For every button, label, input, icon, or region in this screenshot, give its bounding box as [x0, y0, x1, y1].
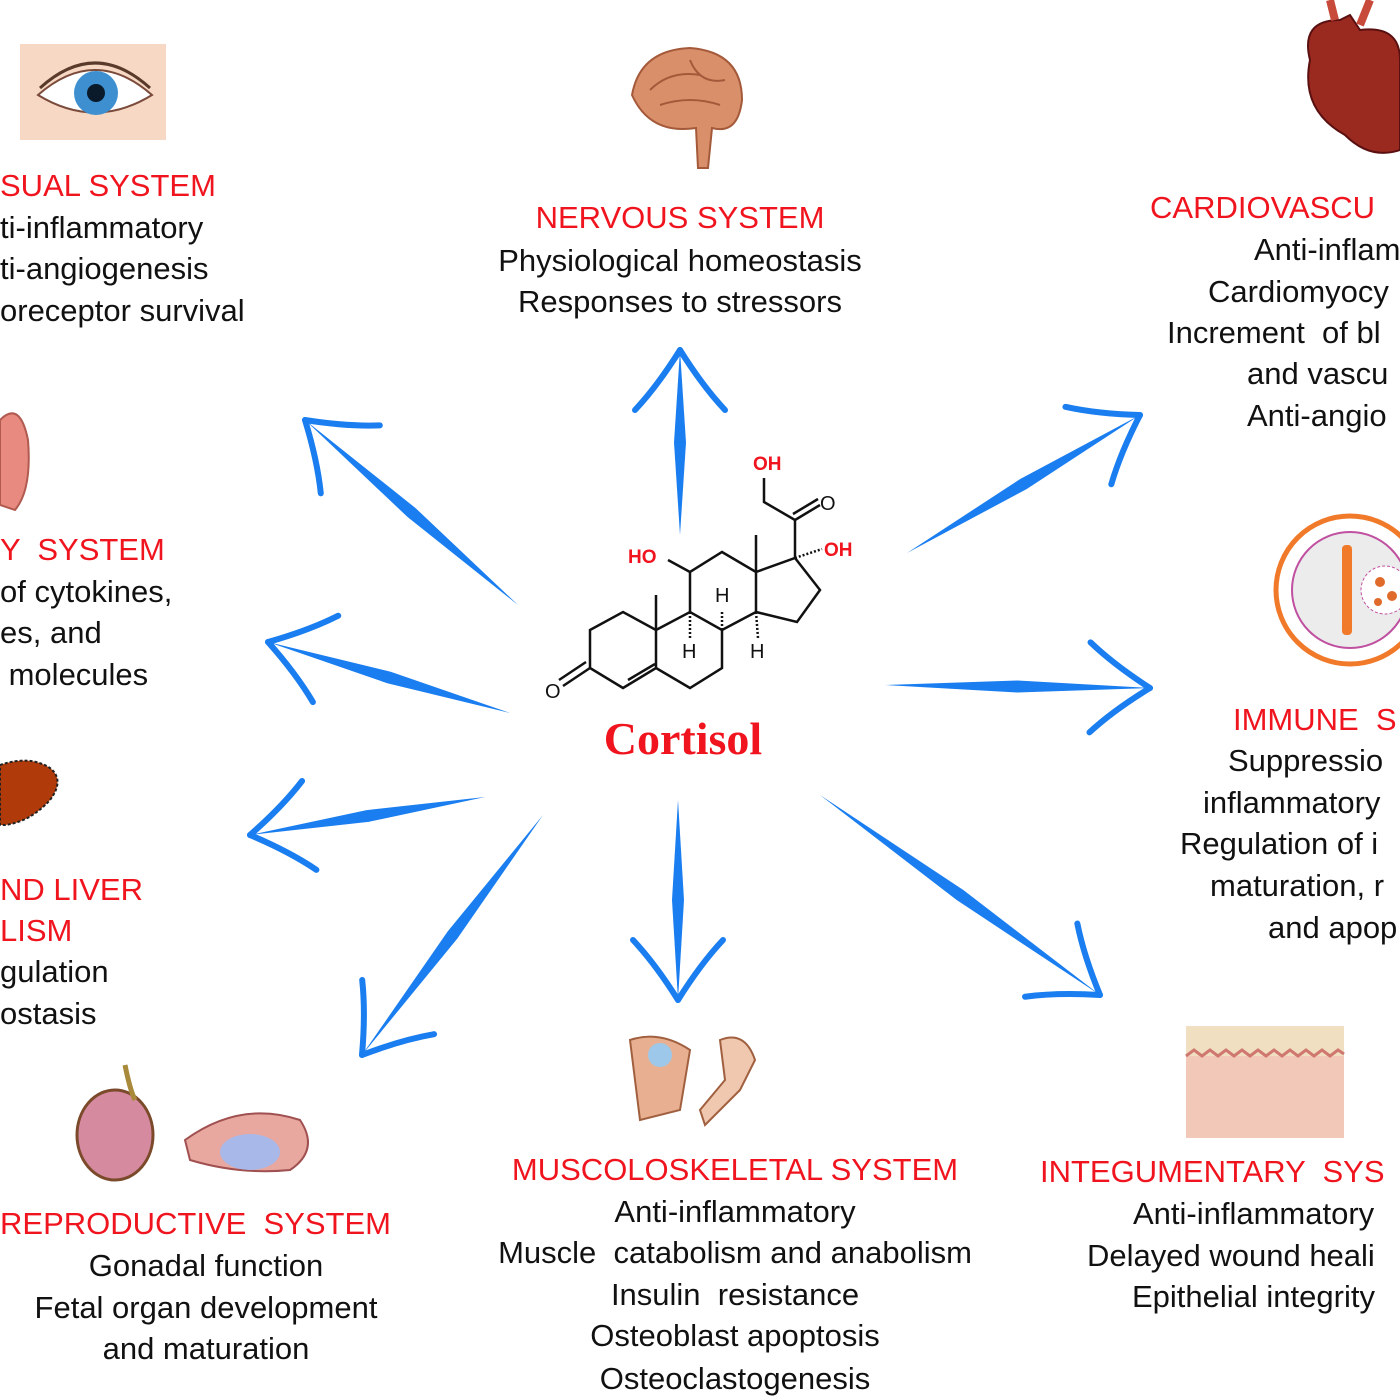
arrow-to-integumentary-head	[1074, 920, 1103, 998]
atom-oh-right: OH	[824, 540, 853, 561]
arrow-to-nervous-head	[677, 347, 728, 413]
arrow-to-immune	[885, 680, 1150, 693]
arrow-to-nervous-head	[632, 347, 683, 413]
atom-h3: H	[750, 641, 764, 663]
cortisol-structure	[558, 478, 823, 690]
cardiovascular-line: Cardiomyocy	[1208, 274, 1389, 309]
visual-line: ti-angiogenesis	[0, 251, 209, 286]
arrow-to-integumentary-head	[1022, 991, 1103, 1000]
arrow-to-visual	[305, 420, 518, 605]
arrow-to-nervous	[674, 350, 686, 535]
immune-line: Suppressio	[1228, 743, 1384, 778]
nervous-title: NERVOUS SYSTEM	[535, 200, 825, 235]
liver-title: ND LIVER	[0, 872, 143, 907]
arrow-to-cardiovascular	[907, 415, 1140, 553]
visual-title: SUAL SYSTEM	[0, 168, 216, 203]
respiratory-line: molecules	[0, 657, 149, 692]
arrow-to-respiratory	[268, 642, 510, 713]
nervous-line: Physiological homeostasis	[498, 243, 862, 278]
arrow-to-musculoskeletal-head	[675, 937, 726, 1003]
integumentary-line: Epithelial integrity	[1132, 1279, 1375, 1314]
liver-icon	[0, 759, 59, 826]
arrow-to-reproductive	[362, 815, 543, 1055]
arrow-to-cardiovascular-head	[1108, 412, 1143, 488]
integumentary-line: Anti-inflammatory	[1133, 1196, 1375, 1231]
arrow-to-liver-head	[247, 777, 306, 838]
atom-h1: H	[715, 585, 729, 607]
atom-ho-left: HO	[628, 547, 657, 568]
arrow-to-liver-head	[247, 832, 320, 873]
cardiovascular-title: CARDIOVASCU	[1150, 190, 1376, 225]
reproductive-line: Fetal organ development	[34, 1290, 378, 1325]
musculoskeletal-line: Anti-inflammatory	[614, 1194, 856, 1229]
arrow-to-musculoskeletal-head	[630, 937, 681, 1003]
immune-line: inflammatory	[1203, 785, 1381, 820]
cardiovascular-line: Increment of bl	[1167, 315, 1381, 350]
arrow-to-immune-head	[1086, 685, 1153, 736]
cortisol-atom-labels: OH HO OH O O H H H	[545, 454, 853, 703]
musculoskeletal-line: Osteoblast apoptosis	[590, 1318, 880, 1353]
immune-title: IMMUNE S	[1233, 702, 1397, 737]
arrow-to-reproductive-head	[359, 977, 367, 1058]
atom-o-left: O	[545, 681, 561, 703]
lung-icon	[0, 412, 30, 512]
arrow-to-respiratory-head	[265, 612, 342, 645]
liver-line: gulation	[0, 954, 109, 989]
immune-line: and apop	[1268, 910, 1398, 945]
cortisol-label: Cortisol	[603, 713, 763, 764]
visual-line: oreceptor survival	[0, 293, 245, 328]
musculoskeletal-line: Insulin resistance	[610, 1277, 860, 1312]
visual-line: ti-inflammatory	[0, 210, 204, 245]
atom-o-ketone: O	[820, 493, 836, 515]
musculoskeletal-line: Osteoclastogenesis	[599, 1361, 871, 1396]
arrows	[247, 347, 1153, 1058]
skin-icon	[1185, 1026, 1345, 1138]
integumentary-line: Delayed wound heali	[1087, 1238, 1375, 1273]
arrow-to-reproductive-head	[359, 1031, 438, 1058]
integumentary-title: INTEGUMENTARY SYS	[1040, 1154, 1385, 1189]
cardiovascular-line: Anti-inflam	[1254, 232, 1400, 267]
arrow-to-immune-head	[1087, 639, 1153, 691]
brain-icon	[630, 46, 744, 169]
musculoskeletal-title: MUSCOLOSKELETAL SYSTEM	[511, 1152, 959, 1187]
musculoskeletal-line: Muscle catabolism and anabolism	[498, 1235, 972, 1270]
arrow-to-liver	[250, 797, 485, 835]
atom-oh-top: OH	[753, 454, 782, 475]
arrow-to-visual-head	[302, 417, 324, 497]
immune-line: maturation, r	[1210, 868, 1385, 903]
arrow-to-integumentary	[820, 795, 1100, 995]
immune-line: Regulation of i	[1180, 826, 1379, 861]
reproductive-organs-icon	[75, 1064, 309, 1182]
liver-line: ostasis	[0, 996, 97, 1031]
reproductive-line: and maturation	[102, 1331, 310, 1366]
cardiovascular-line: and vascu	[1247, 356, 1389, 391]
atom-h2: H	[682, 641, 696, 663]
liver-title: LISM	[0, 913, 73, 948]
heart-icon	[1307, 0, 1400, 154]
cardiovascular-line: Anti-angio	[1247, 398, 1387, 433]
arrow-to-musculoskeletal	[672, 800, 684, 1000]
eye-icon	[20, 44, 166, 140]
respiratory-line: es, and	[0, 615, 102, 650]
respiratory-title: Y SYSTEM	[0, 532, 165, 567]
respiratory-line: of cytokines,	[0, 574, 173, 609]
musculoskeletal-icon	[628, 1035, 757, 1127]
reproductive-title: REPRODUCTIVE SYSTEM	[0, 1206, 391, 1241]
reproductive-line: Gonadal function	[88, 1248, 324, 1283]
arrow-to-cardiovascular-head	[1062, 403, 1143, 418]
arrow-to-respiratory-head	[265, 639, 316, 706]
arrow-to-visual-head	[302, 417, 383, 429]
nervous-line: Responses to stressors	[518, 284, 842, 319]
immune-cell-icon	[1273, 513, 1400, 667]
